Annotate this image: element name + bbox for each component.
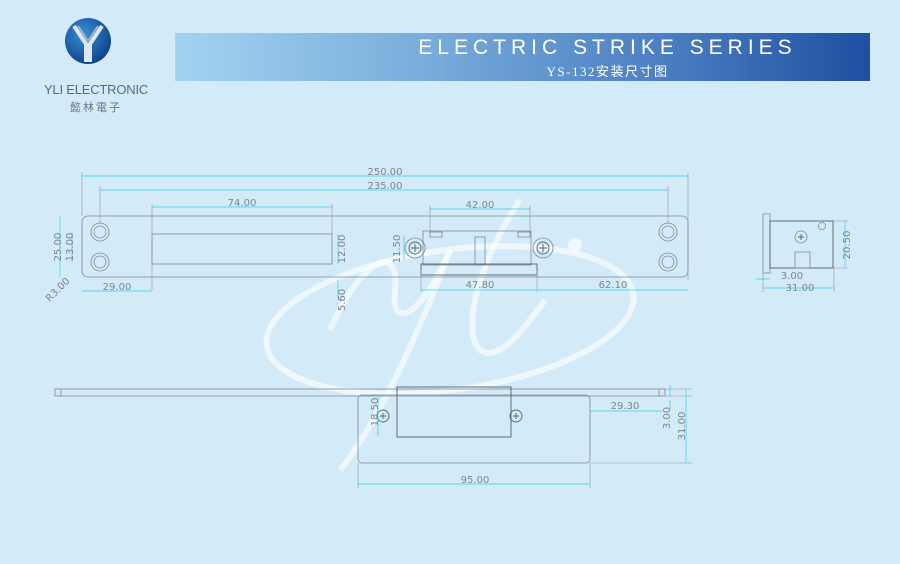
dim-bottom-right-offset: 29.30: [611, 401, 640, 412]
screw-icon: [794, 230, 808, 244]
dim-strike-width: 42.00: [466, 200, 495, 211]
watermark-yli: [263, 198, 637, 472]
dim-slot-length: 74.00: [228, 198, 257, 209]
dim-slot-offset: 29.00: [103, 282, 132, 293]
brand-logo: YLI ELECTRONIC 懿林電子: [40, 16, 150, 114]
dim-side-flange: 3.00: [781, 271, 803, 282]
dim-screw-height: 11.50: [392, 235, 403, 264]
dim-right-offset: 62.10: [599, 280, 628, 291]
title-banner: ELECTRIC STRIKE SERIES YS-132安装尺寸图: [175, 33, 870, 81]
dim-hole-pitch: 13.00: [65, 233, 76, 262]
dim-screw-span: 18.50: [370, 398, 381, 427]
dim-plate-width: 95.00: [461, 475, 490, 486]
logo-emblem-icon: [65, 18, 111, 64]
screw-icon: [376, 409, 390, 423]
dim-slot-height: 12.00: [337, 235, 348, 264]
dim-side-depth: 31.00: [786, 283, 815, 294]
dim-overall-length: 250.00: [368, 167, 403, 178]
dim-body-length: 47.80: [466, 280, 495, 291]
screw-icon: [509, 409, 523, 423]
dim-plate-height: 25.00: [53, 233, 64, 262]
dim-slot-depth: 5.60: [337, 289, 348, 311]
top-view: 250.00 235.00 74.00 42.00 29.00 47.80 62…: [44, 167, 689, 311]
side-view: 20.50 3.00 31.00: [756, 213, 853, 294]
dim-hole-spacing: 235.00: [368, 181, 403, 192]
page-title: ELECTRIC STRIKE SERIES: [418, 36, 797, 59]
screw-icon: [404, 237, 426, 259]
page-subtitle: YS-132安装尺寸图: [546, 64, 669, 79]
dim-overall-height: 31.00: [677, 412, 688, 441]
bottom-view: 18.50 29.30 3.00 31.00 95.00: [54, 385, 692, 488]
dim-thickness: 3.00: [662, 407, 673, 429]
brand-name-cn: 懿林電子: [70, 102, 122, 114]
brand-name-en: YLI ELECTRONIC: [43, 82, 149, 97]
dim-corner-radius: R3.00: [44, 276, 72, 304]
screw-icon: [532, 237, 554, 259]
dim-side-height: 20.50: [842, 231, 853, 260]
